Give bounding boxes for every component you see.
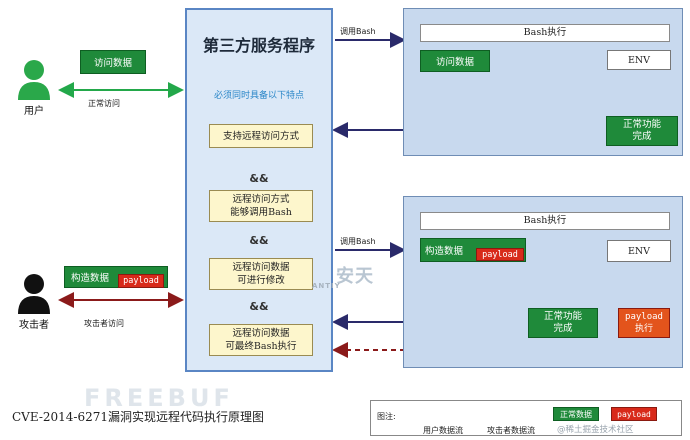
user-label: 用户 (24, 106, 44, 117)
legend-user-flow: 用户数据流 (423, 426, 463, 435)
bottom-normal-result-box: 正常功能 完成 (528, 308, 598, 338)
third-party-service-panel: 第三方服务程序 必须同时具备以下特点 支持远程访问方式 && 远程访问方式 能够… (185, 8, 333, 372)
diagram-caption: CVE-2014-6271漏洞实现远程代码执行原理图 (12, 410, 265, 424)
legend-normal-swatch: 正常数据 (553, 407, 599, 421)
attacker-icon (18, 274, 50, 314)
feature-call-bash: 远程访问方式 能够调用Bash (209, 190, 313, 222)
user-data-box: 访问数据 (80, 50, 146, 74)
amp-1: && (249, 172, 269, 185)
legend-payload-swatch: payload (611, 407, 657, 421)
call-bash-bottom-label: 调用Bash (340, 237, 376, 246)
feature-remote-access: 支持远程访问方式 (209, 124, 313, 148)
amp-3: && (249, 300, 269, 313)
feature-data-modifiable: 远程访问数据 可进行修改 (209, 258, 313, 290)
watermark-antiy-small: ANTIY (312, 282, 341, 290)
panel-subtitle: 必须同时具备以下特点 (213, 91, 304, 101)
top-bash-title: Bash执行 (420, 24, 670, 42)
watermark-antiy: 安天 (336, 266, 374, 287)
amp-2: && (249, 234, 269, 247)
user-icon (18, 60, 50, 100)
legend-attacker-flow: 攻击者数据流 (487, 426, 535, 435)
attacker-payload-tag: payload (118, 274, 164, 288)
panel-title: 第三方服务程序 (202, 36, 315, 55)
attacker-data-label: 构造数据 (71, 273, 110, 284)
attacker-label: 攻击者 (19, 320, 49, 331)
bottom-env-box: ENV (607, 240, 671, 262)
bottom-bash-title: Bash执行 (420, 212, 670, 230)
watermark-juejin: @稀土掘金技术社区 (557, 425, 634, 435)
watermark-freebuf: FREEBUF (84, 384, 234, 412)
top-normal-result-box: 正常功能 完成 (606, 116, 678, 146)
call-bash-top-label: 调用Bash (340, 27, 376, 36)
top-env-box: ENV (607, 50, 671, 70)
top-access-data-box: 访问数据 (420, 50, 490, 72)
bottom-crafted-data-label: 构造数据 (425, 246, 464, 257)
legend-box: 图注: 用户数据流 攻击者数据流 正常数据 payload @稀土掘金技术社区 (370, 400, 682, 436)
normal-access-label: 正常访问 (88, 99, 120, 108)
bottom-payload-tag: payload (476, 248, 524, 261)
attacker-access-label: 攻击者访问 (84, 319, 124, 328)
payload-exec-box: payload 执行 (618, 308, 670, 338)
feature-bash-exec: 远程访问数据 可最终Bash执行 (209, 324, 313, 356)
legend-prefix: 图注: (377, 412, 396, 421)
